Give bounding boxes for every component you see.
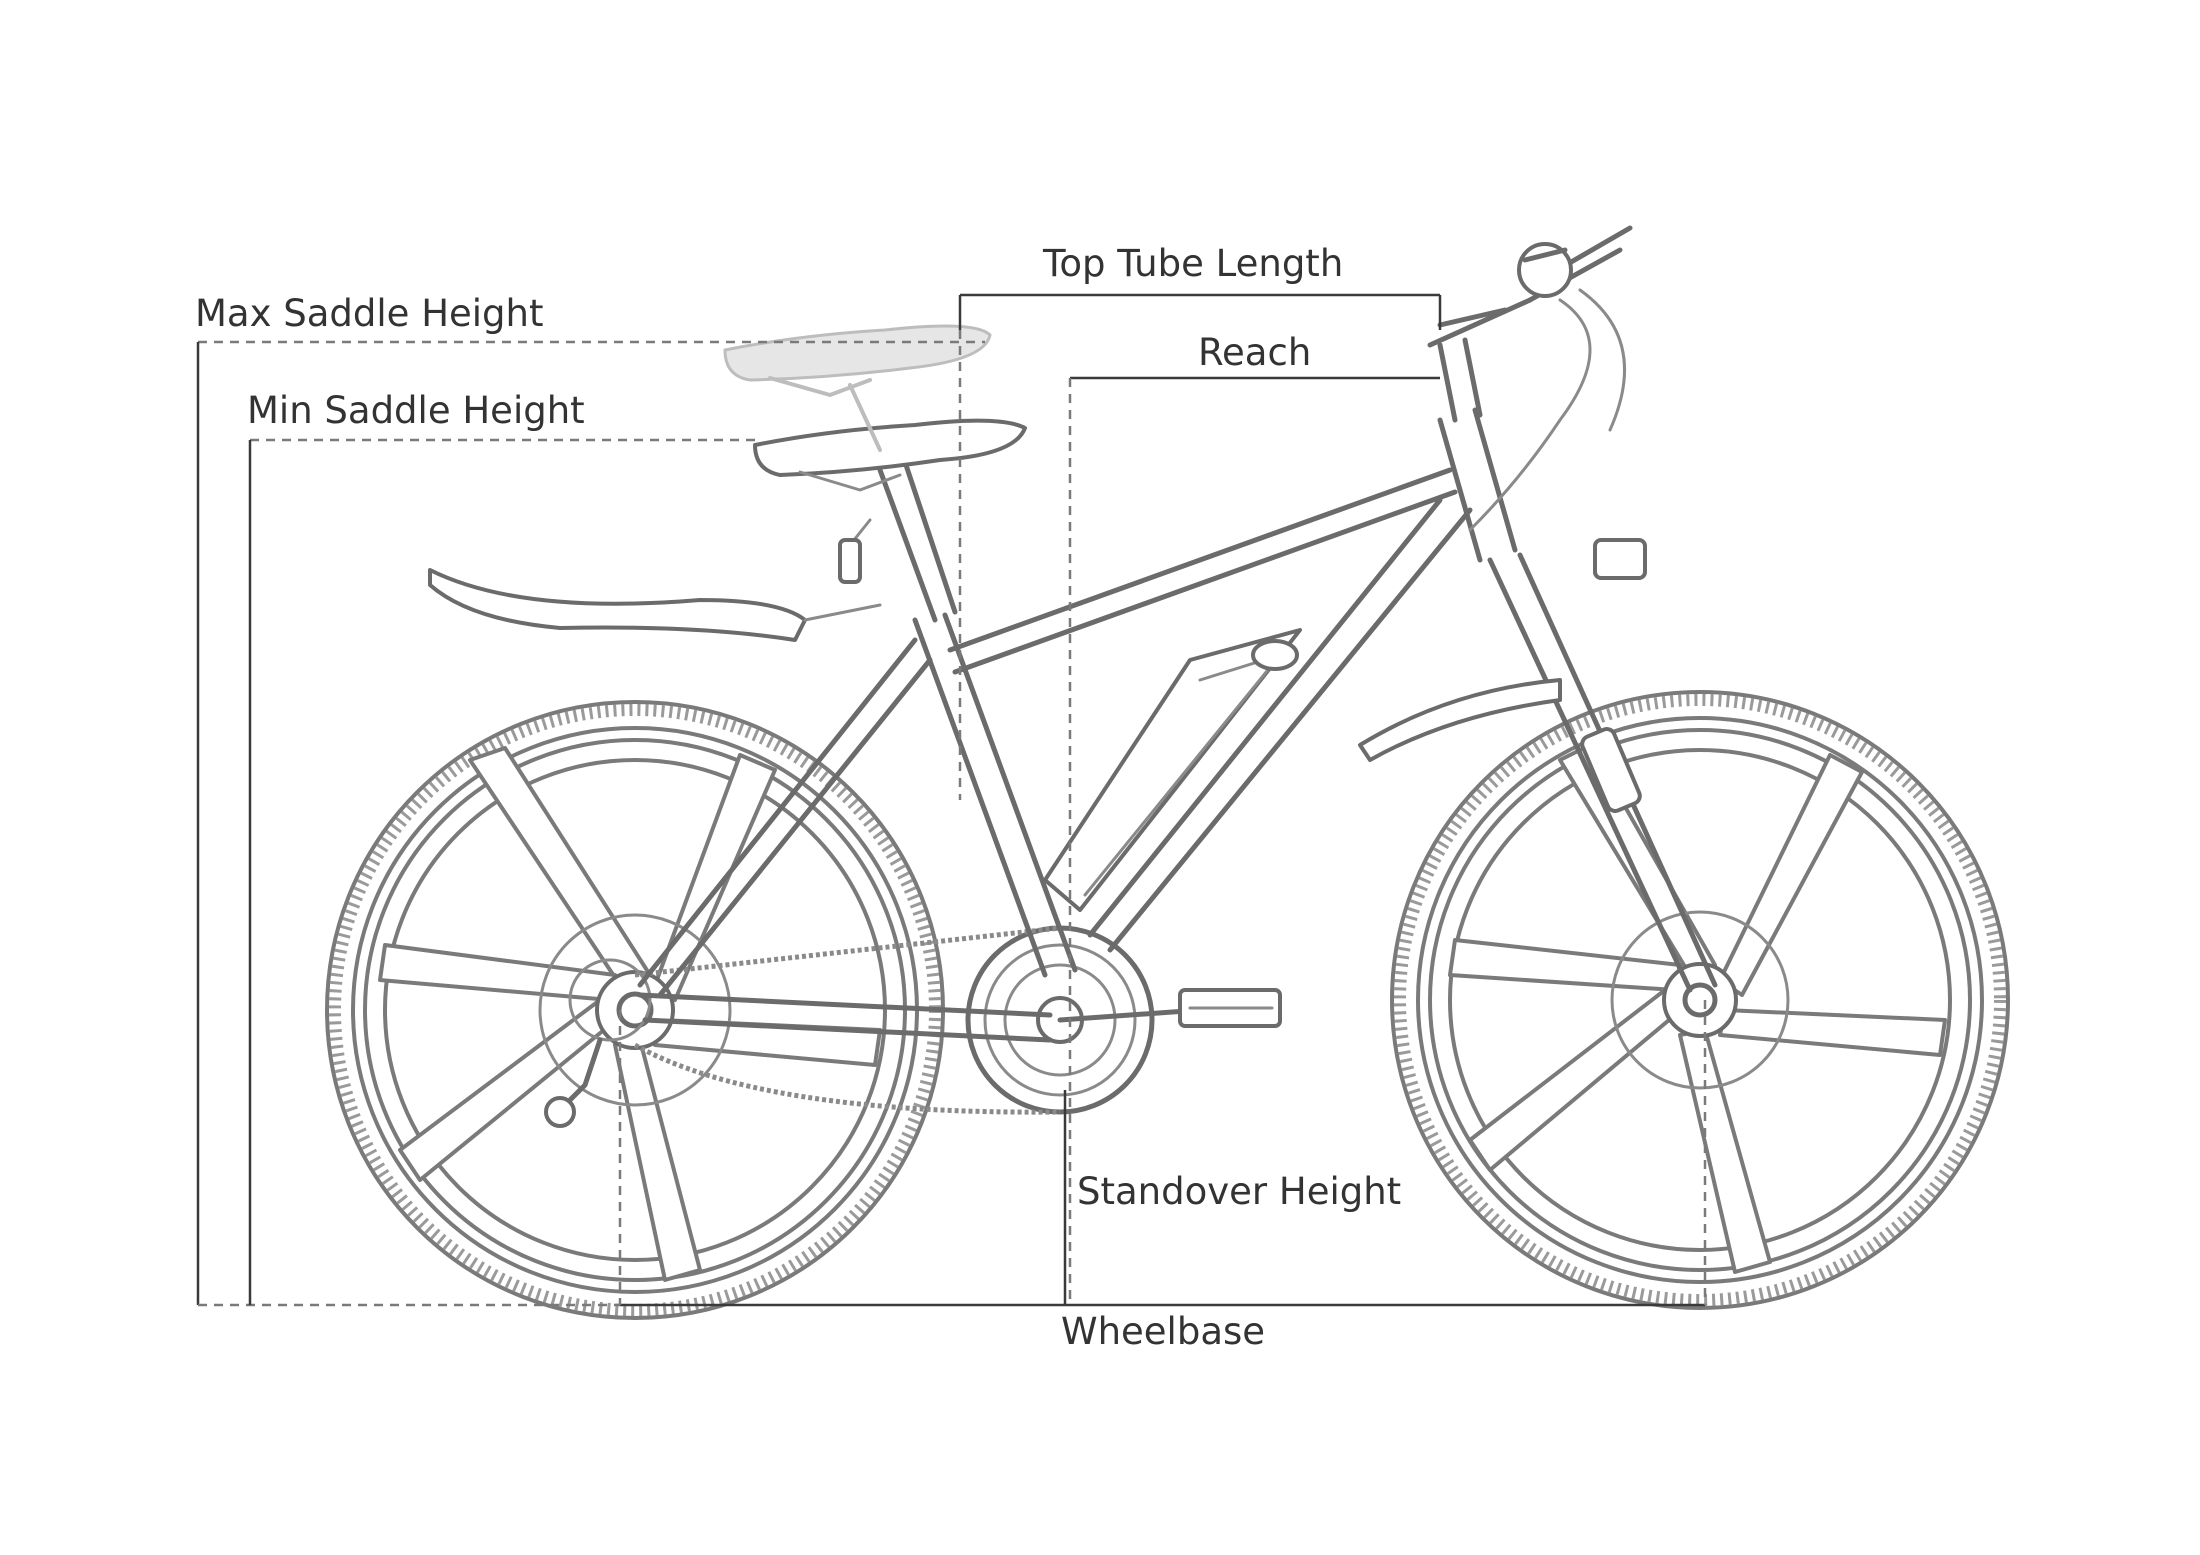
label-min-saddle-height: Min Saddle Height <box>247 389 585 432</box>
dim-max-saddle-height <box>196 340 985 1307</box>
dim-wheelbase <box>618 1000 1707 1307</box>
cockpit <box>1358 225 1647 762</box>
rear-fender <box>428 568 882 642</box>
dim-top-tube-length <box>958 293 1442 800</box>
front-wheel <box>1390 690 2010 1310</box>
saddle-min <box>753 418 1027 492</box>
dim-reach <box>1068 376 1440 1305</box>
seatpost <box>838 459 958 623</box>
bike-frame <box>637 407 1718 1043</box>
label-max-saddle-height: Max Saddle Height <box>195 292 544 335</box>
dim-min-saddle-height <box>248 438 760 1305</box>
saddle-max-ghost <box>723 324 992 452</box>
rear-wheel <box>325 700 945 1320</box>
label-reach: Reach <box>1198 331 1311 374</box>
label-wheelbase: Wheelbase <box>1061 1310 1265 1353</box>
label-top-tube-length: Top Tube Length <box>1042 242 1343 285</box>
drivetrain <box>544 925 1282 1128</box>
label-standover-height: Standover Height <box>1077 1170 1401 1213</box>
